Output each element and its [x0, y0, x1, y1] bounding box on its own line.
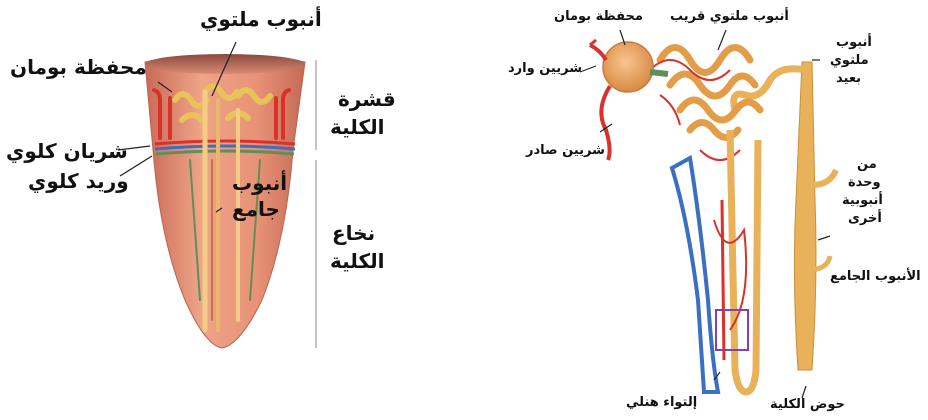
label-bowman-capsule-right: محفظة بومان	[554, 10, 643, 25]
label-cortex-line2: الكلية	[330, 116, 384, 139]
label-loop-tube: أنبوب ملتوي	[200, 8, 322, 31]
loop-of-henle-shape	[714, 130, 758, 392]
label-other-unit-line3: أنبوبية	[842, 194, 883, 209]
label-renal-artery: شريان كلوي	[6, 140, 128, 163]
label-other-unit-line2: وحدة	[848, 176, 881, 191]
bowman-outlet	[650, 72, 668, 74]
collecting-duct-shape	[794, 62, 816, 370]
label-collecting-line2: جامع	[232, 198, 280, 221]
label-bowman-capsule-left: محفظة بومان	[10, 56, 147, 79]
label-distal-line2: ملتوي	[830, 54, 869, 69]
label-other-unit-line4: أخرى	[848, 212, 882, 227]
other-unit-branch	[812, 170, 836, 185]
label-collecting-line1: أنبوب	[232, 172, 287, 195]
kidney-top-cap	[145, 54, 305, 74]
label-proximal-tubule: أنبوب ملتوي قريب	[670, 10, 789, 25]
label-efferent-artery: شريين صادر	[526, 144, 605, 159]
afferent-arteriole	[590, 45, 606, 60]
label-cortex-line1: قشرة	[338, 88, 396, 111]
label-medulla-line2: الكلية	[330, 250, 384, 273]
bowman-capsule-shape	[603, 42, 653, 92]
label-distal-line1: أنبوب	[836, 36, 872, 51]
vena-recta	[672, 158, 718, 392]
label-renal-pelvis: حوض الكلية	[770, 398, 845, 413]
label-medulla-line1: نخاع	[332, 222, 375, 245]
label-afferent-artery: شريين وارد	[508, 62, 582, 77]
label-other-unit-line1: من	[857, 158, 877, 173]
label-collecting-duct: الأنبوب الجامع	[830, 270, 921, 285]
label-distal-line3: بعيد	[836, 72, 861, 87]
kidney-section	[118, 42, 316, 348]
label-renal-vein: وريد كلوي	[28, 170, 129, 193]
nephron	[580, 30, 836, 398]
label-loop-of-henle: إلتواء هنلي	[626, 396, 697, 411]
